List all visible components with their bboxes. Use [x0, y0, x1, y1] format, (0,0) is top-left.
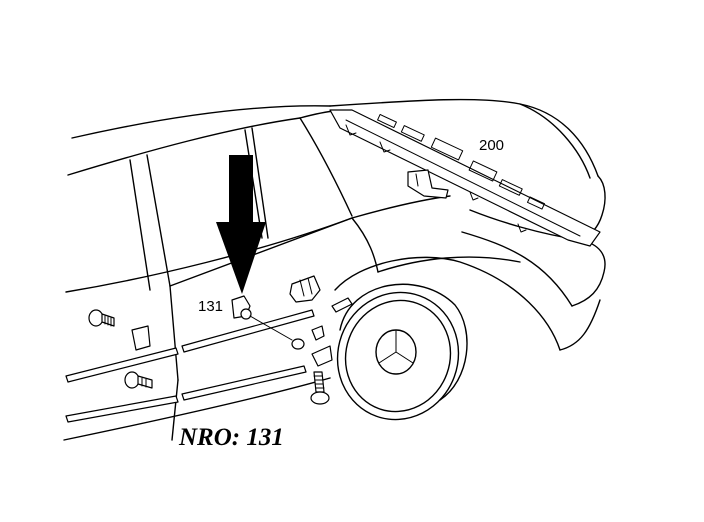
clip-cap	[131, 325, 151, 351]
arrow-down-icon	[216, 155, 266, 294]
part-number-caption: NRO: 131	[178, 424, 284, 451]
screw-lower-left	[124, 371, 153, 389]
fender-clip	[289, 275, 321, 303]
screw-upper-left	[88, 309, 115, 327]
car-body	[63, 98, 606, 441]
trunk-trim-strip-200	[329, 109, 601, 247]
fasteners	[88, 275, 333, 405]
side-moldings	[65, 297, 353, 423]
label-part-131: 131	[198, 298, 223, 315]
push-pin	[311, 325, 325, 341]
three-pointed-star-icon	[375, 329, 417, 375]
rear-wheel	[336, 283, 468, 421]
long-screw	[310, 371, 330, 405]
label-part-200: 200	[479, 137, 504, 154]
bracket	[311, 345, 333, 367]
clip-part-131	[231, 295, 305, 350]
